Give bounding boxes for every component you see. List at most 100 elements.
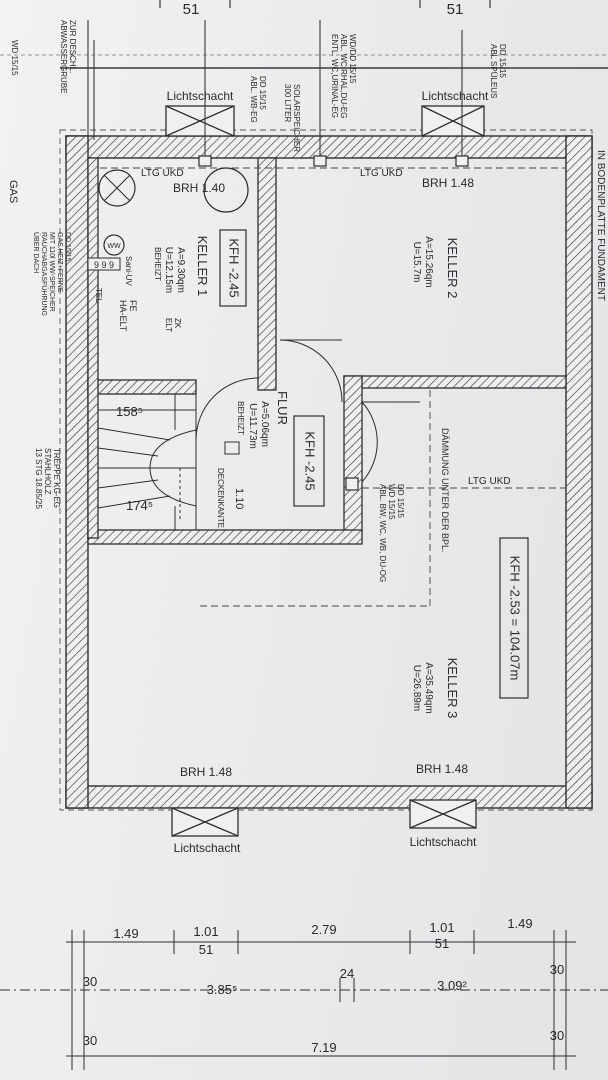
note-wd-upper-1: WD/DD 15/15 <box>348 34 357 84</box>
dim-row3-3: 30 <box>550 1028 564 1043</box>
dim-row2-5: 30 <box>550 962 564 977</box>
note-tel: TEL <box>94 288 103 303</box>
lightwell-label-top-right: Lichtschacht <box>422 89 489 103</box>
note-top-right-2: ABL SPÜLEUS <box>489 44 498 98</box>
kfh-keller1: KFH -2.45 <box>227 238 242 297</box>
note-abwasser-2: ABWASSERGRUBE <box>59 20 68 94</box>
note-haelt: HA-ELT <box>118 300 128 332</box>
foundation-outline <box>59 129 593 811</box>
flur-outlet-box <box>224 441 240 455</box>
note-zk: ZK <box>173 318 182 329</box>
interior-walls <box>87 157 567 545</box>
ltg-lines <box>100 167 566 610</box>
kfh-box-keller1 <box>219 229 247 307</box>
annotations: DD 15/15 ABL SPÜLEUS WD/DD 15/15 ABL. WC… <box>7 20 606 582</box>
ltg-label-b: LTG UKD <box>360 168 403 179</box>
dim-row1-3: 2.79 <box>311 922 336 937</box>
note-dd-mid-2: ABL. WB-EG <box>249 76 258 123</box>
dim-row1-sub-2: 51 <box>435 936 449 951</box>
room-keller2: KELLER 2 A=15.26qm U=15.7m <box>411 236 460 298</box>
note-deckenkante: DECKENKANTE <box>216 468 225 528</box>
room-keller2-area: A=15.26qm <box>423 236 434 287</box>
stair-dim-1: 158⁵ <box>116 404 143 419</box>
note-solar-1: SOLARSPEICHER <box>292 84 301 152</box>
note-wd-flur-1: DD 15/15 <box>396 484 405 518</box>
dim-row2-4: 3.09² <box>437 978 467 993</box>
lightwell-bottom-left <box>171 807 239 837</box>
note-kw-1: DD 15/15 <box>64 232 71 262</box>
dim-row2-1: 30 <box>83 974 97 989</box>
room-flur-heated: BEHEIZT <box>236 401 245 435</box>
room-keller1-name: KELLER 1 <box>195 236 210 297</box>
note-wd-far: WD 15/15 <box>10 40 19 76</box>
room-flur-name: FLUR <box>275 391 290 425</box>
brh-label-b: BRH 1.48 <box>422 176 474 190</box>
note-abwasser-1: ZUR DESCHL. <box>68 20 77 73</box>
note-gas: GAS <box>7 180 19 203</box>
lightwell-label-bottom-right: Lichtschacht <box>410 835 477 849</box>
dim-row2-2: 3.85⁵ <box>207 982 238 997</box>
staircase <box>97 393 197 531</box>
note-wd-upper-2: ABL. WC,RHAL,DU-EG <box>339 34 348 118</box>
kfh-box-flur <box>293 415 325 507</box>
lightwell-label-top-left: Lichtschacht <box>167 89 234 103</box>
brh-label-d: BRH 1.48 <box>416 762 468 776</box>
note-solar-2: 300 LITER <box>283 84 292 122</box>
ww-meter-label: WW <box>107 243 121 250</box>
dim-row3-2: 7.19 <box>311 1040 336 1055</box>
counter-label: 9 9 9 <box>94 260 114 270</box>
note-top-right-1: DD 15/15 <box>498 44 507 78</box>
room-keller1: KELLER 1 A=9.30qm U=12.15m BEHEIZT <box>153 236 210 297</box>
note-wd-flur-3: ABL. BW, WC, WB, DU-OG <box>378 484 387 582</box>
counter-box <box>87 257 121 271</box>
dim-row2-3: 24 <box>340 966 354 981</box>
note-elt: ELT <box>164 318 173 332</box>
note-kw-5: ÜBER DACH <box>32 232 40 273</box>
outer-walls <box>65 135 593 809</box>
note-daemmung: DÄMMUNG UNTER DER BPL. <box>440 428 450 553</box>
brh-label-c: BRH 1.48 <box>180 765 232 779</box>
dimension-lines <box>0 930 608 1070</box>
dim-row1-5: 1.49 <box>507 916 532 931</box>
note-wd-flur-2: WD 15/15 <box>387 484 396 520</box>
door-flur-keller2 <box>279 339 343 403</box>
solar-tank-symbol <box>203 167 249 213</box>
kfh-flur: KFH -2.45 <box>303 431 318 490</box>
lightwell-top-right <box>421 105 485 137</box>
dim-row1-1: 1.49 <box>113 926 138 941</box>
note-fe: FE <box>128 300 138 312</box>
room-keller1-perimeter: U=12.15m <box>163 247 174 293</box>
service-lines <box>87 20 463 165</box>
top-frame <box>0 0 608 69</box>
room-keller3: KELLER 3 A=35.49qm U=26.89m <box>411 658 460 719</box>
top-mark-right: 51 <box>447 1 464 18</box>
dim-row1-sub-1: 51 <box>199 942 213 957</box>
room-keller3-name: KELLER 3 <box>445 658 460 719</box>
top-mark-left: 51 <box>183 1 200 18</box>
dim-row1-2: 1.01 <box>193 924 218 939</box>
service-nodes <box>198 155 469 491</box>
door-flur-keller3 <box>361 401 420 483</box>
dim-row1-4: 1.01 <box>429 920 454 935</box>
room-keller3-perimeter: U=26.89m <box>411 665 422 711</box>
note-bodenplatte: IN BODENPLATTE FUNDAMENT <box>595 150 606 301</box>
brh-label-a: BRH 1.40 <box>173 181 225 195</box>
room-keller3-area: A=35.49qm <box>423 662 434 713</box>
room-keller2-perimeter: U=15.7m <box>411 242 422 283</box>
lightwell-label-bottom-left: Lichtschacht <box>174 841 241 855</box>
note-treppe-1: TREPPE KG-EG <box>52 448 61 508</box>
note-h110: 1.10 <box>233 488 245 509</box>
note-kw-2: GAS.HEIZ+FERNE <box>56 232 63 293</box>
stair-dim-2: 174⁵ <box>126 498 153 513</box>
room-flur: FLUR A=5.06qm U=11.73m BEHEIZT <box>236 391 290 449</box>
note-kw-3: MIT 110l WW-SPEICHER <box>48 232 55 312</box>
dim-row3-1: 30 <box>83 1033 97 1048</box>
note-treppe-2: STAHLHOLZ <box>43 448 52 495</box>
lightwell-bottom-right <box>409 799 477 829</box>
note-treppe-3: 13 STG 18.85/25 <box>34 448 43 509</box>
ltg-label-a: LTG UKD <box>141 168 184 179</box>
kfh-keller3: KFH -2.53 = 104.07m <box>508 556 523 681</box>
lightwell-top-left <box>165 105 235 137</box>
